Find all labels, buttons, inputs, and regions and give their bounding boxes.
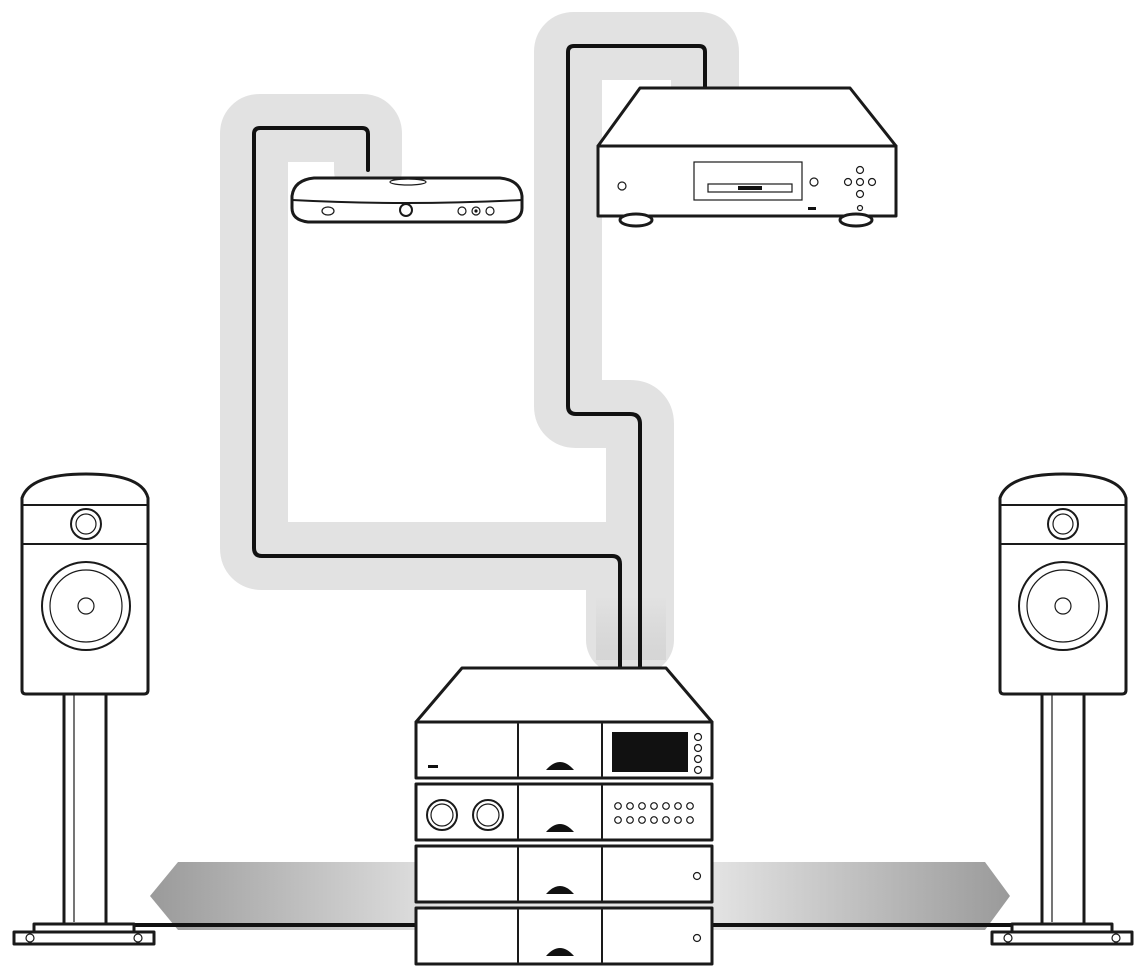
interconnect-cables bbox=[252, 44, 707, 670]
display-screen bbox=[612, 732, 688, 772]
amp-unit-preamp bbox=[414, 782, 714, 842]
speaker-right bbox=[990, 472, 1134, 946]
speaker-icon bbox=[12, 472, 156, 946]
disc-player-icon bbox=[596, 86, 898, 228]
streamer-icon bbox=[290, 176, 524, 224]
disc-player bbox=[596, 86, 898, 228]
amp-unit-power-amp bbox=[414, 906, 714, 966]
amp-unit-power-supply bbox=[414, 844, 714, 904]
speaker-icon bbox=[990, 472, 1134, 946]
input-buttons bbox=[614, 802, 694, 824]
streamer bbox=[290, 176, 524, 224]
amp-unit-display bbox=[414, 720, 714, 780]
amplifier-stack bbox=[414, 666, 714, 966]
amplifier-stack-icon bbox=[414, 666, 714, 966]
speaker-left bbox=[12, 472, 156, 946]
